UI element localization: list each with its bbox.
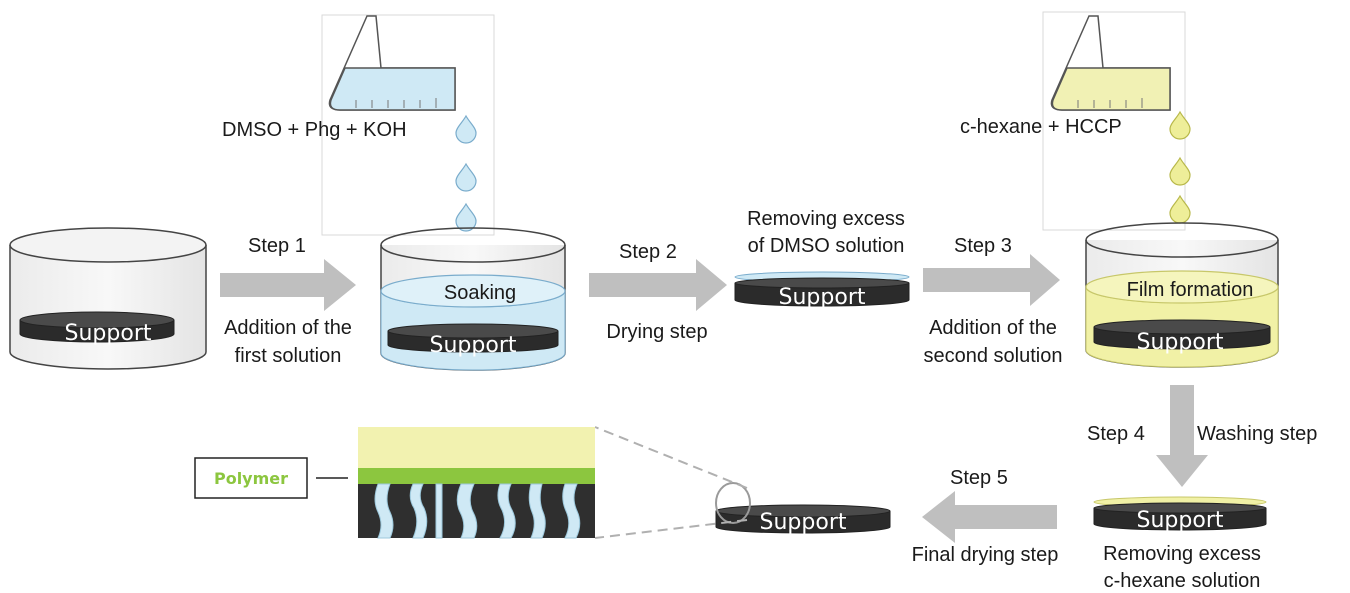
reagent-first-label: DMSO + Phg + KOH bbox=[222, 119, 407, 141]
container-soaking: Support Soaking bbox=[380, 227, 566, 371]
support-label-4: Support bbox=[1137, 330, 1224, 355]
dmso-drop-3 bbox=[455, 202, 477, 232]
hexane-liquid bbox=[1051, 67, 1171, 111]
zoom-line-top bbox=[594, 426, 748, 489]
hexane-layer bbox=[358, 427, 595, 468]
arrow-step-2 bbox=[589, 259, 727, 311]
arrows bbox=[220, 254, 1208, 543]
polymer-layer bbox=[358, 468, 595, 484]
dmso-drop-1 bbox=[455, 114, 477, 144]
support-disc-dmso: Support bbox=[734, 271, 910, 310]
polymer-label: Polymer bbox=[214, 469, 288, 488]
film-formation-label: Film formation bbox=[1127, 279, 1254, 301]
arrow-step-1 bbox=[220, 259, 356, 311]
dmso-drop-2 bbox=[455, 162, 477, 192]
flask-hexane-group: c-hexane + HCCP bbox=[960, 11, 1191, 231]
caption-step1-line2: first solution bbox=[235, 345, 342, 367]
support-label-3: Support bbox=[779, 285, 866, 310]
arrow-step-5 bbox=[922, 491, 1057, 543]
caption-step2-top-line2: of DMSO solution bbox=[748, 235, 905, 257]
hexane-drop-1 bbox=[1169, 110, 1191, 140]
flask-dmso-group: DMSO + Phg + KOH bbox=[222, 14, 495, 236]
hexane-drop-2 bbox=[1169, 156, 1191, 186]
step-5-label: Step 5 bbox=[950, 467, 1008, 489]
caption-step2-top-line1: Removing excess bbox=[747, 208, 905, 230]
zoom-line-bottom bbox=[594, 519, 748, 539]
caption-step4-bottom-line1: Removing excess bbox=[1103, 543, 1261, 565]
arrow-step-3 bbox=[923, 254, 1060, 306]
support-disc-hexane: Support bbox=[1093, 496, 1267, 533]
polymer-label-box bbox=[194, 457, 308, 499]
membrane-cross-section bbox=[358, 427, 595, 539]
step-4-label: Step 4 bbox=[1087, 423, 1145, 445]
support-label-5: Support bbox=[1137, 508, 1224, 533]
caption-step3-line1: Addition of the bbox=[929, 317, 1057, 339]
reagent-second-label: c-hexane + HCCP bbox=[960, 116, 1122, 138]
arrow-step-4 bbox=[1156, 385, 1208, 487]
zoom-circle bbox=[715, 482, 751, 524]
dmso-liquid bbox=[329, 67, 456, 111]
support-label-1: Support bbox=[65, 321, 152, 346]
pores bbox=[374, 483, 581, 539]
step-2-label: Step 2 bbox=[619, 241, 677, 263]
container-initial: Support bbox=[9, 227, 207, 370]
caption-step2: Drying step bbox=[606, 321, 707, 343]
soaking-label: Soaking bbox=[444, 282, 516, 304]
container-film: Support Film formation bbox=[1085, 222, 1279, 368]
caption-step4: Washing step bbox=[1197, 423, 1317, 445]
support-disc-final: Support bbox=[715, 482, 891, 535]
step-1-label: Step 1 bbox=[248, 235, 306, 257]
support-label-2: Support bbox=[430, 333, 517, 358]
caption-step4-bottom-line2: c-hexane solution bbox=[1104, 570, 1261, 592]
support-label-6: Support bbox=[760, 510, 847, 535]
caption-step3-line2: second solution bbox=[924, 345, 1063, 367]
caption-step5: Final drying step bbox=[912, 544, 1059, 566]
caption-step1-line1: Addition of the bbox=[224, 317, 352, 339]
step-3-label: Step 3 bbox=[954, 235, 1012, 257]
